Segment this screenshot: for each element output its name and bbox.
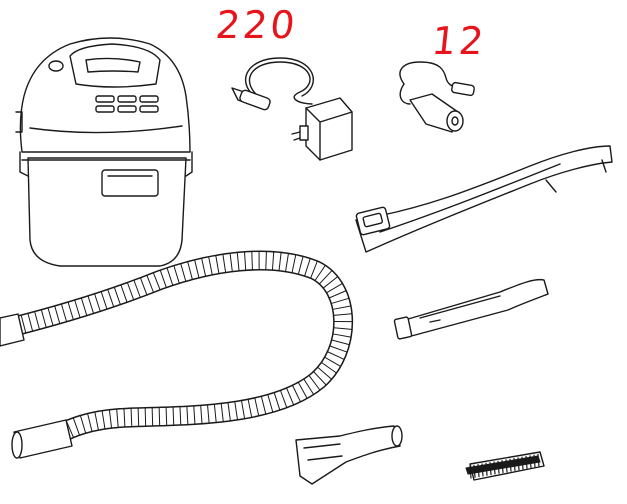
flexible-hose xyxy=(0,252,352,458)
shoulder-strap xyxy=(356,146,612,252)
voltage-annotation-12: 12 xyxy=(430,22,488,60)
voltage-annotation-220: 220 xyxy=(214,6,300,44)
car-lighter-plug xyxy=(400,62,475,132)
wide-nozzle xyxy=(296,426,402,484)
brush-head xyxy=(466,452,544,480)
vacuum-unit xyxy=(16,38,192,266)
mains-adapter xyxy=(232,58,352,160)
extension-nozzle xyxy=(394,280,548,340)
